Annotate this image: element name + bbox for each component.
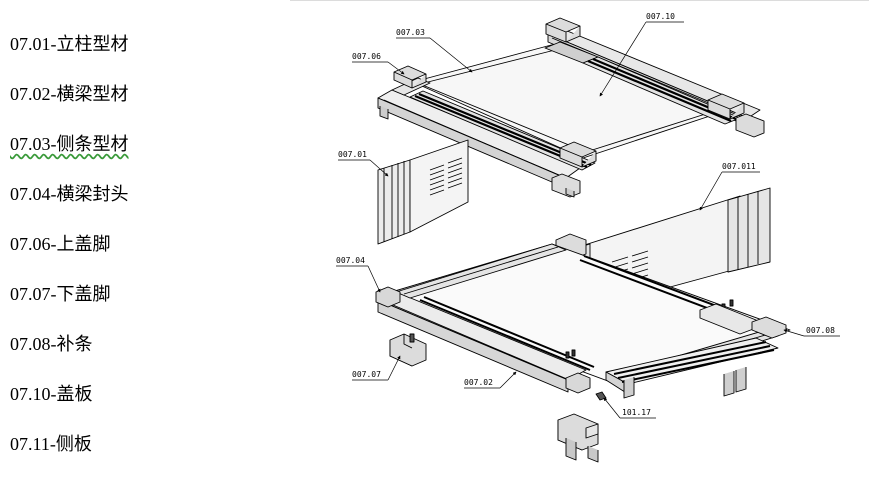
callout-007-011: 007.011 (722, 162, 756, 171)
legend-item-07-07: 07.07-下盖脚 (10, 284, 111, 304)
callout-leaders (336, 21, 840, 419)
top-frame (377, 17, 765, 198)
legend-item-07-01: 07.01-立柱型材 (10, 34, 129, 54)
exploded-assembly-drawing: 007.03 007.10 007.06 007.01 007.011 007.… (290, 0, 869, 478)
assembly-svg: 007.03 007.10 007.06 007.01 007.011 007.… (336, 12, 840, 463)
legend-item-07-04: 07.04-横梁封头 (10, 184, 129, 204)
legend-item-07-02: 07.02-横梁型材 (10, 84, 129, 104)
callout-labels: 007.03 007.10 007.06 007.01 007.011 007.… (336, 12, 835, 417)
callout-007-08: 007.08 (806, 326, 835, 335)
callout-007-01: 007.01 (338, 150, 367, 159)
legend-item-07-10: 07.10-盖板 (10, 384, 93, 404)
callout-007-02: 007.02 (464, 378, 493, 387)
callout-101-17: 101.17 (622, 408, 651, 417)
legend-item-07-06: 07.06-上盖脚 (10, 234, 111, 254)
callout-007-10: 007.10 (646, 12, 675, 21)
filler-strip (605, 337, 779, 399)
legend-item-07-11: 07.11-侧板 (10, 434, 92, 454)
legend-item-07-08: 07.08-补条 (10, 334, 93, 354)
callout-007-04: 007.04 (336, 256, 365, 265)
callout-007-06: 007.06 (352, 52, 381, 61)
lower-bracket (557, 391, 607, 463)
parts-legend: 07.01-立柱型材 07.02-横梁型材 07.03-侧条型材 07.04-横… (0, 0, 290, 478)
bottom-cover-foot (389, 333, 427, 367)
legend-item-07-03: 07.03-侧条型材 (10, 134, 129, 154)
left-upright-panel (377, 139, 469, 245)
slotted-rail-top (409, 41, 741, 171)
left-vent-slots (429, 157, 463, 196)
callout-007-03: 007.03 (396, 28, 425, 37)
top-rule (290, 0, 869, 1)
callout-007-07: 007.07 (352, 370, 381, 379)
